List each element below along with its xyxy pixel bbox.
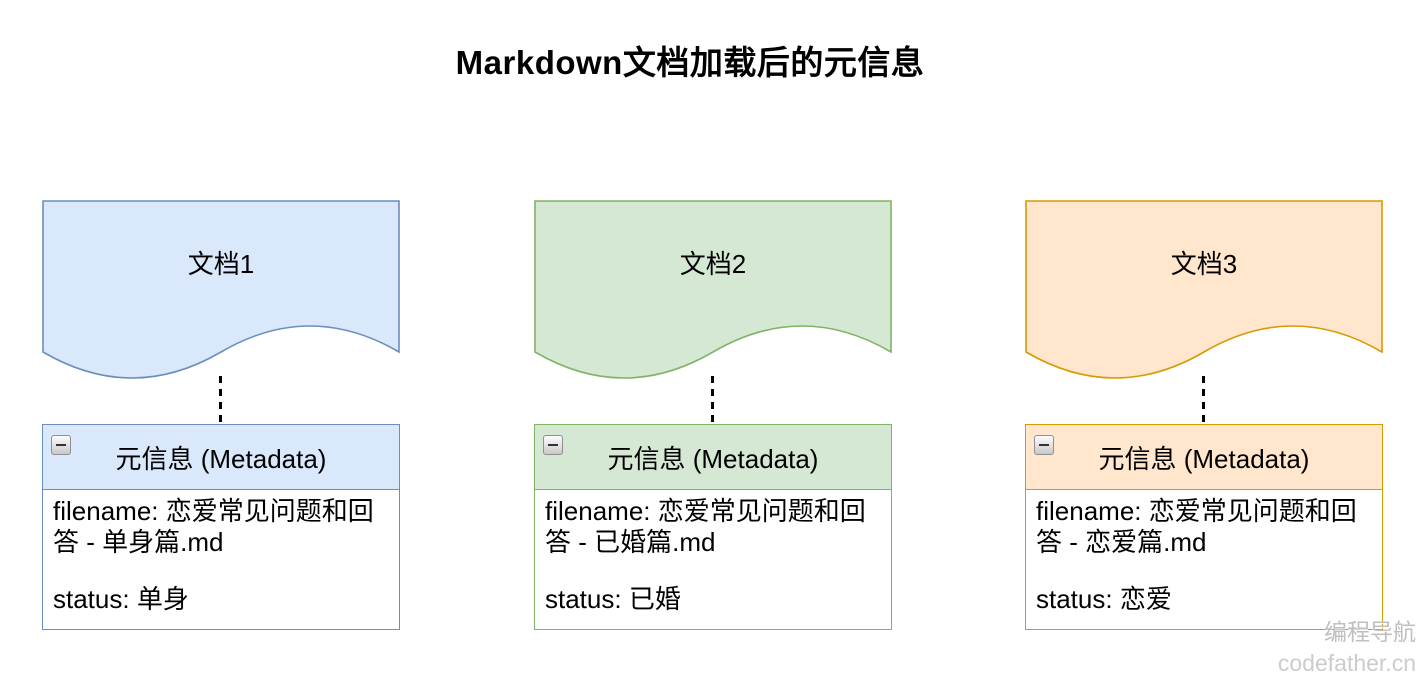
document-label: 文档2: [679, 249, 747, 279]
status-value: status: 单身: [53, 584, 189, 615]
document-group-2: 文档2 元信息 (Metadata) filename: 恋爱常见问题和回答 -…: [534, 0, 892, 688]
collapse-icon[interactable]: [543, 435, 563, 455]
document-wave-icon: [1025, 200, 1383, 379]
document-wave-icon: [42, 200, 400, 379]
dashed-connector: [711, 376, 714, 424]
metadata-header: 元信息 (Metadata): [43, 425, 399, 490]
metadata-box-3: 元信息 (Metadata) filename: 恋爱常见问题和回答 - 恋爱篇…: [1025, 424, 1383, 630]
diagram-title: Markdown文档加载后的元信息: [455, 44, 925, 81]
metadata-body: filename: 恋爱常见问题和回答 - 单身篇.md status: 单身: [43, 490, 399, 615]
metadata-header: 元信息 (Metadata): [1026, 425, 1382, 490]
status-value: status: 恋爱: [1036, 584, 1172, 615]
document-label: 文档1: [187, 249, 255, 279]
dashed-connector: [1202, 376, 1205, 424]
document-label: 文档3: [1170, 249, 1238, 279]
document-shape-2: [534, 200, 892, 382]
metadata-box-1: 元信息 (Metadata) filename: 恋爱常见问题和回答 - 单身篇…: [42, 424, 400, 630]
collapse-icon[interactable]: [1034, 435, 1054, 455]
document-shape-3: [1025, 200, 1383, 382]
metadata-box-2: 元信息 (Metadata) filename: 恋爱常见问题和回答 - 已婚篇…: [534, 424, 892, 630]
collapse-icon[interactable]: [51, 435, 71, 455]
metadata-header: 元信息 (Metadata): [535, 425, 891, 490]
watermark: 编程导航 codefather.cn: [1278, 617, 1416, 679]
status-value: status: 已婚: [545, 584, 681, 615]
metadata-body: filename: 恋爱常见问题和回答 - 恋爱篇.md status: 恋爱: [1026, 490, 1382, 615]
metadata-title: 元信息 (Metadata): [1098, 443, 1310, 474]
document-group-1: 文档1 元信息 (Metadata) filename: 恋爱常见问题和回答 -…: [42, 0, 400, 688]
document-group-3: 文档3 元信息 (Metadata) filename: 恋爱常见问题和回答 -…: [1025, 0, 1383, 688]
document-wave-icon: [534, 200, 892, 379]
watermark-url: codefather.cn: [1277, 650, 1416, 676]
metadata-title: 元信息 (Metadata): [607, 443, 819, 474]
metadata-body: filename: 恋爱常见问题和回答 - 已婚篇.md status: 已婚: [535, 490, 891, 615]
filename-value: filename: 恋爱常见问题和回答 - 单身篇.md: [53, 496, 374, 557]
watermark-brand: 编程导航: [1324, 619, 1416, 645]
document-shape-1: [42, 200, 400, 382]
dashed-connector: [219, 376, 222, 424]
filename-value: filename: 恋爱常见问题和回答 - 恋爱篇.md: [1036, 496, 1357, 557]
metadata-title: 元信息 (Metadata): [115, 443, 327, 474]
filename-value: filename: 恋爱常见问题和回答 - 已婚篇.md: [545, 496, 866, 557]
